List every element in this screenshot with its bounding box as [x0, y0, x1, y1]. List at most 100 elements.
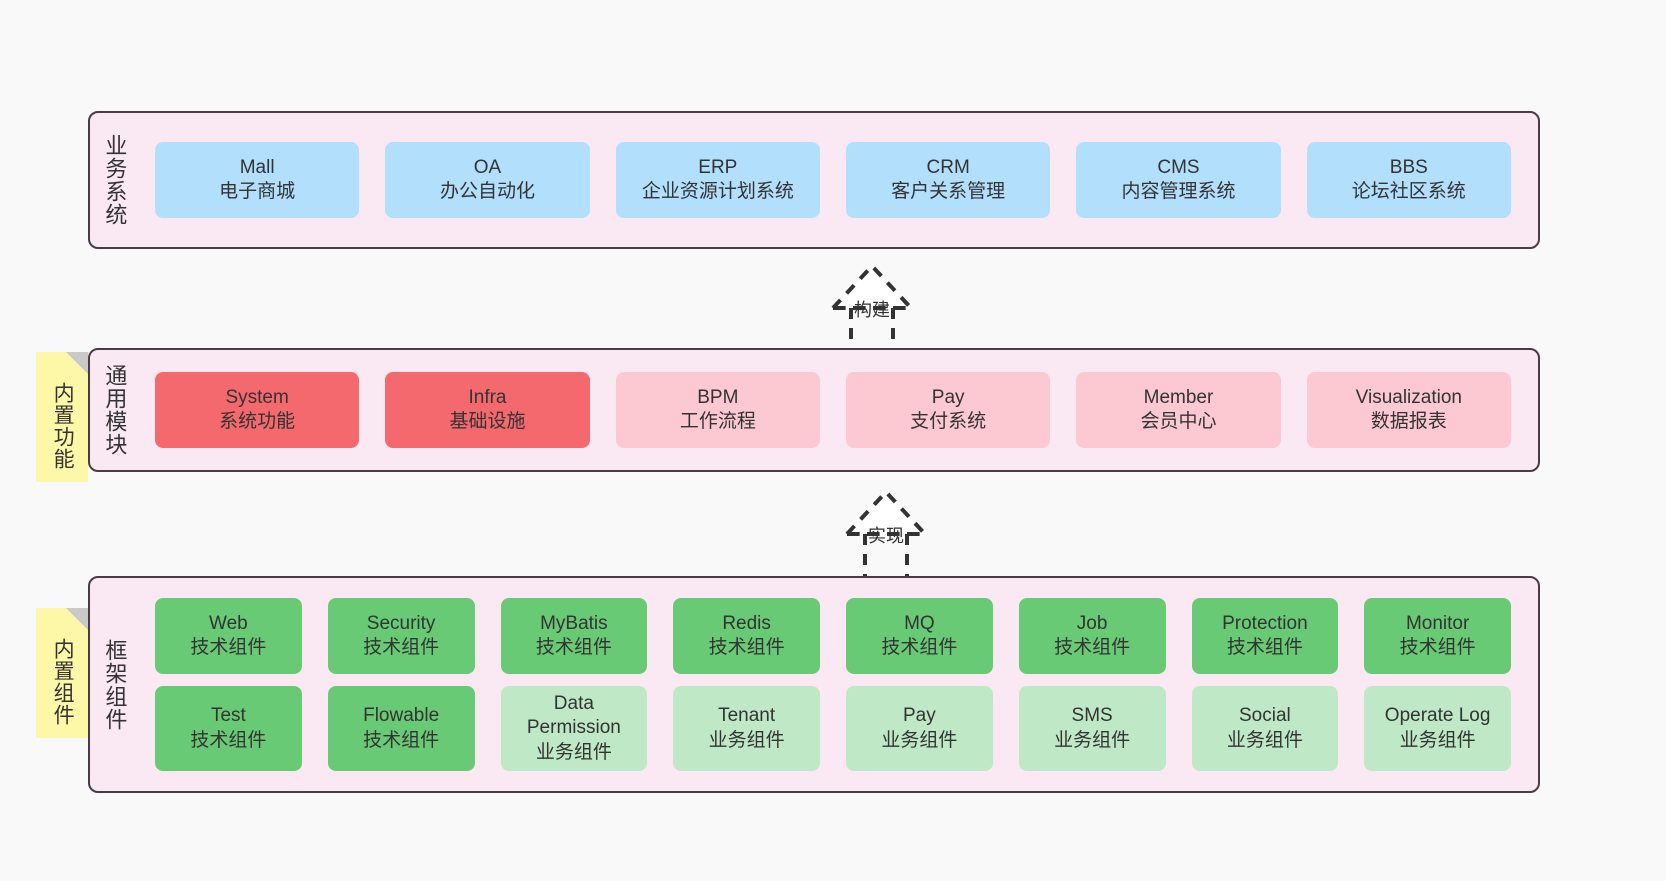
box-operate-log-name: Operate Log [1384, 705, 1491, 727]
box-pay-component[interactable]: Pay 业务组件 [846, 686, 993, 771]
box-data-permission[interactable]: Data Permission 业务组件 [500, 686, 648, 771]
box-mybatis-desc: 技术组件 [535, 637, 612, 659]
layer-body-common: System 系统功能 Infra 基础设施 BPM 工作流程 Pay 支付系统… [138, 350, 1538, 470]
box-sms-desc: 业务组件 [1054, 729, 1131, 751]
layer-framework-components: 框架组件 Web 技术组件 Security 技术组件 MyBatis 技术组件… [88, 576, 1540, 793]
box-tenant-desc: 业务组件 [708, 729, 785, 751]
box-social[interactable]: Social 业务组件 [1191, 686, 1339, 771]
box-crm[interactable]: CRM 客户关系管理 [845, 142, 1051, 218]
box-flowable[interactable]: Flowable 技术组件 [327, 686, 475, 771]
box-bbs[interactable]: BBS 论坛社区系统 [1306, 142, 1511, 218]
layer-title-business: 业务系统 [102, 134, 128, 226]
box-pay-module-name: Pay [931, 386, 965, 408]
note-builtin-components-label: 内置组件 [51, 638, 75, 726]
box-mybatis-name: MyBatis [540, 612, 608, 634]
box-system[interactable]: System 系统功能 [155, 372, 360, 448]
box-visualization-desc: 数据报表 [1370, 411, 1447, 432]
box-oa-name: OA [473, 156, 502, 178]
note-builtin-features: 内置功能 [36, 352, 88, 482]
box-system-desc: 系统功能 [219, 411, 296, 432]
box-protection-name: Protection [1222, 612, 1308, 634]
box-security[interactable]: Security 技术组件 [327, 598, 475, 675]
box-cms[interactable]: CMS 内容管理系统 [1076, 142, 1281, 218]
box-oa-desc: 办公自动化 [439, 181, 535, 202]
box-sms[interactable]: SMS 业务组件 [1018, 686, 1166, 771]
box-pay-module-desc: 支付系统 [910, 411, 987, 432]
layer-title-framework: 框架组件 [102, 638, 128, 731]
box-erp[interactable]: ERP 企业资源计划系统 [615, 142, 820, 218]
box-infra[interactable]: Infra 基础设施 [385, 372, 590, 448]
framework-row-technical: Web 技术组件 Security 技术组件 MyBatis 技术组件 Redi… [142, 598, 1524, 675]
box-test[interactable]: Test 技术组件 [155, 686, 302, 771]
box-social-name: Social [1239, 705, 1291, 727]
box-crm-desc: 客户关系管理 [891, 181, 1006, 202]
box-member-name: Member [1143, 386, 1214, 408]
box-web-desc: 技术组件 [190, 637, 267, 659]
box-pay-module[interactable]: Pay 支付系统 [845, 372, 1051, 448]
box-mq-desc: 技术组件 [881, 637, 958, 659]
box-mq-name: MQ [904, 612, 935, 634]
box-bbs-name: BBS [1389, 156, 1428, 178]
box-mq[interactable]: MQ 技术组件 [846, 598, 993, 675]
box-monitor-name: Monitor [1405, 612, 1470, 634]
layer-title-common: 通用模块 [102, 364, 128, 456]
connector-implement-label: 实现 [868, 526, 904, 546]
box-sms-name: SMS [1071, 705, 1113, 727]
box-operate-log-desc: 业务组件 [1399, 729, 1476, 751]
box-visualization[interactable]: Visualization 数据报表 [1306, 372, 1511, 448]
layer-common-modules: 通用模块 System 系统功能 Infra 基础设施 BPM 工作流程 Pay… [88, 348, 1540, 472]
box-operate-log[interactable]: Operate Log 业务组件 [1364, 686, 1511, 771]
note-builtin-features-label: 内置功能 [51, 382, 75, 470]
box-flowable-desc: 技术组件 [363, 729, 440, 751]
box-cms-name: CMS [1157, 156, 1200, 178]
box-member[interactable]: Member 会员中心 [1076, 372, 1281, 448]
box-social-desc: 业务组件 [1226, 729, 1303, 751]
box-monitor[interactable]: Monitor 技术组件 [1364, 598, 1511, 675]
connector-implement-arrow-icon [842, 489, 930, 576]
box-test-desc: 技术组件 [190, 729, 267, 751]
box-data-permission-desc: 业务组件 [535, 741, 612, 763]
box-job-name: Job [1076, 612, 1108, 634]
box-security-desc: 技术组件 [363, 637, 440, 659]
note-fold-corner-icon [66, 352, 88, 374]
box-cms-desc: 内容管理系统 [1121, 181, 1236, 202]
box-test-name: Test [210, 705, 246, 727]
box-pay-component-name: Pay [903, 705, 936, 727]
box-redis-desc: 技术组件 [708, 637, 785, 659]
box-erp-desc: 企业资源计划系统 [641, 181, 794, 202]
box-tenant[interactable]: Tenant 业务组件 [673, 686, 820, 771]
box-mall-desc: 电子商城 [219, 181, 296, 202]
box-member-desc: 会员中心 [1140, 411, 1217, 432]
box-web-name: Web [209, 612, 248, 634]
box-tenant-name: Tenant [718, 705, 776, 727]
box-security-name: Security [366, 612, 436, 634]
box-flowable-name: Flowable [363, 705, 440, 727]
box-protection-desc: 技术组件 [1226, 637, 1303, 659]
box-bbs-desc: 论坛社区系统 [1351, 181, 1466, 202]
box-mall[interactable]: Mall 电子商城 [155, 142, 360, 218]
box-redis-name: Redis [722, 612, 771, 634]
box-protection[interactable]: Protection 技术组件 [1191, 598, 1339, 675]
box-oa[interactable]: OA 办公自动化 [385, 142, 590, 218]
framework-row-business: Test 技术组件 Flowable 技术组件 Data Permission … [142, 686, 1524, 771]
box-bpm[interactable]: BPM 工作流程 [615, 372, 820, 448]
note-fold-corner-icon [66, 608, 88, 630]
connector-build: 构建 [798, 262, 946, 350]
note-builtin-components: 内置组件 [36, 608, 88, 738]
box-visualization-name: Visualization [1355, 386, 1462, 408]
connector-implement: 实现 [812, 488, 960, 576]
connector-build-label: 构建 [854, 300, 890, 320]
box-infra-desc: 基础设施 [449, 411, 526, 432]
box-web[interactable]: Web 技术组件 [155, 598, 302, 675]
connector-build-arrow-icon [828, 263, 916, 350]
box-erp-name: ERP [698, 156, 738, 178]
box-job[interactable]: Job 技术组件 [1018, 598, 1166, 675]
box-redis[interactable]: Redis 技术组件 [673, 598, 820, 675]
box-crm-name: CRM [926, 156, 970, 178]
box-job-desc: 技术组件 [1054, 637, 1131, 659]
box-data-permission-name: Data Permission [526, 693, 621, 739]
box-mybatis[interactable]: MyBatis 技术组件 [500, 598, 648, 675]
layer-body-framework: Web 技术组件 Security 技术组件 MyBatis 技术组件 Redi… [138, 578, 1538, 791]
box-bpm-name: BPM [697, 386, 739, 408]
